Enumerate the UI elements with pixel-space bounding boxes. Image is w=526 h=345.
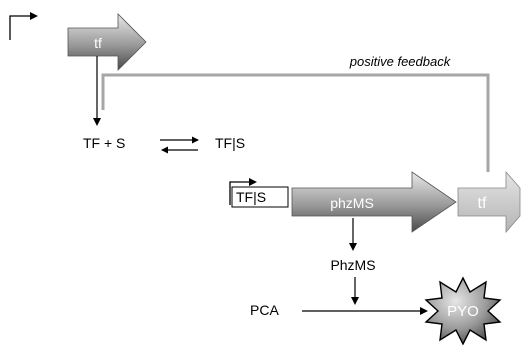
tf-gene-right: tf: [457, 170, 521, 234]
substrate-label: PCA: [250, 302, 279, 318]
product-label: PYO: [447, 303, 479, 320]
promoter-bound-label: TF|S: [236, 189, 266, 205]
equilibrium-left-label: TF + S: [83, 135, 125, 151]
catalysis-arrow: [351, 277, 359, 305]
binding-equilibrium: TF + S TF|S: [83, 135, 245, 154]
promoter-arrow-top: [9, 12, 38, 40]
product-star: PYO: [424, 276, 502, 345]
tf-expression-arrow: [93, 56, 101, 126]
positive-feedback-loop: positive feedback: [101, 54, 490, 172]
tf-gene-top: tf: [67, 13, 147, 71]
reaction-arrow: [302, 307, 428, 315]
enzyme-label: PhzMS: [330, 257, 375, 273]
promoter-bound: TF|S: [229, 178, 289, 208]
bound-tf-box: [231, 186, 289, 208]
tf-gene-right-label: tf: [478, 195, 487, 212]
translation-arrow: [349, 218, 357, 251]
feedback-label: positive feedback: [349, 54, 452, 69]
phz-gene: phzMS: [291, 171, 457, 233]
phz-gene-label: phzMS: [330, 195, 374, 211]
tf-gene-top-label: tf: [94, 35, 102, 51]
equilibrium-right-label: TF|S: [215, 135, 245, 151]
